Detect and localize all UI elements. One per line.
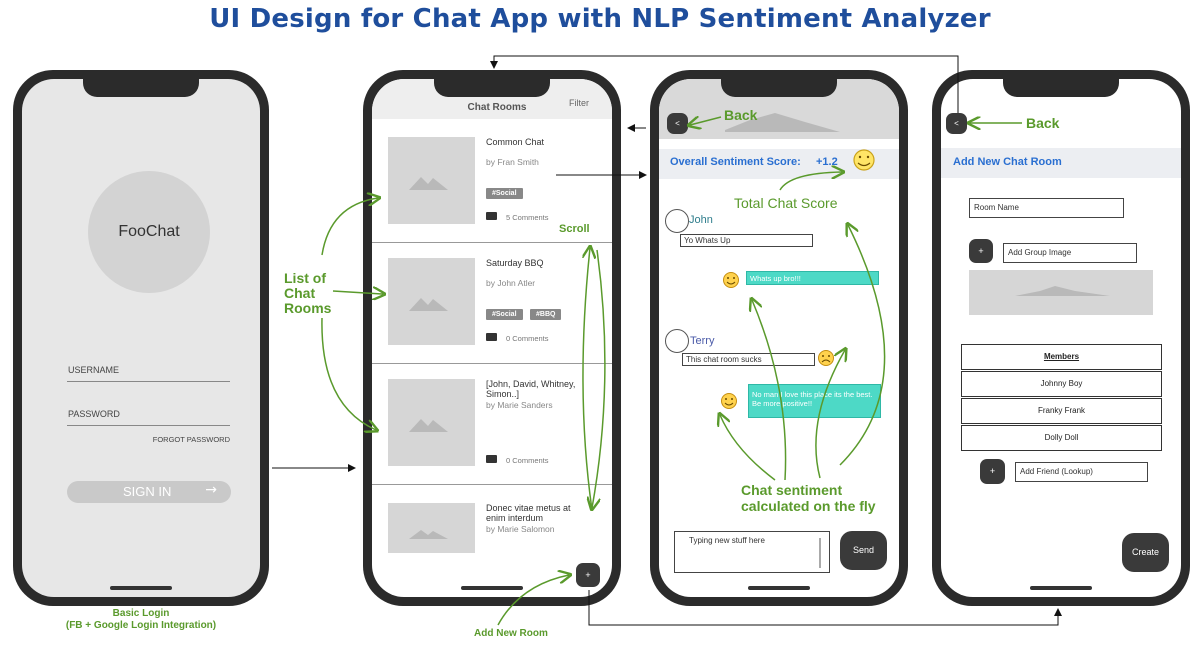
page-title: UI Design for Chat App with NLP Sentimen…	[209, 4, 991, 34]
members-header: Members	[961, 344, 1162, 370]
comment-icon	[486, 455, 497, 463]
annotation-back: Back	[1026, 115, 1060, 131]
annotation-back: Back	[724, 107, 758, 123]
login-screen: FooChat USERNAME PASSWORD FORGOT PASSWOR…	[22, 79, 260, 597]
add-image-button[interactable]: +	[969, 239, 993, 263]
room-author: by Marie Sanders	[486, 400, 553, 410]
add-friend-input[interactable]: Add Friend (Lookup)	[1015, 462, 1148, 482]
room-name-input[interactable]: Room Name	[969, 198, 1124, 218]
chat-screen: < Overall Sentiment Score: +1.2 John Yo …	[659, 79, 899, 597]
comment-icon	[486, 212, 497, 220]
sign-in-label: SIGN IN	[123, 484, 172, 499]
avatar	[665, 209, 689, 233]
tag-badge[interactable]: #Social	[486, 309, 523, 320]
username-field[interactable]: USERNAME	[67, 361, 230, 382]
annotation-total-score: Total Chat Score	[734, 195, 838, 211]
smiley-icon	[721, 393, 737, 409]
annotation-sentiment: Chat sentiment calculated on the fly	[741, 482, 876, 514]
notch	[1003, 79, 1119, 97]
user-name: John	[689, 214, 713, 226]
room-title: Common Chat	[486, 137, 545, 147]
chat-message: Yo Whats Up	[680, 234, 813, 247]
add-friend-button[interactable]: +	[980, 459, 1005, 484]
username-label: USERNAME	[68, 365, 120, 375]
arrow-right-icon: →	[205, 482, 217, 498]
room-item[interactable]: Donec vitae metus at enim interdum by Ma…	[372, 485, 612, 595]
back-button[interactable]: <	[667, 113, 688, 134]
smiley-icon	[723, 272, 739, 288]
comment-count[interactable]: 5 Comments	[506, 213, 549, 222]
score-label: Overall Sentiment Score:	[670, 156, 801, 168]
login-caption-subtitle: (FB + Google Login Integration)	[65, 620, 217, 631]
login-caption-title: Basic Login	[112, 608, 170, 619]
score-value: +1.2	[816, 156, 838, 168]
newroom-header-bar	[941, 148, 1181, 178]
room-title: Saturday BBQ	[486, 258, 544, 268]
login-caption: Basic Login (FB + Google Login Integrati…	[13, 608, 269, 632]
smiley-icon	[853, 149, 875, 171]
avatar	[665, 329, 689, 353]
password-label: PASSWORD	[68, 409, 120, 419]
notch	[434, 79, 550, 97]
notch	[721, 79, 837, 97]
user-name: Terry	[690, 335, 715, 347]
member-row[interactable]: Franky Frank	[961, 398, 1162, 424]
reply-bubble: Whats up bro!!!	[746, 271, 879, 285]
home-indicator	[1030, 586, 1092, 590]
group-image-input[interactable]: Add Group Image	[1003, 243, 1137, 263]
comment-icon	[486, 333, 497, 341]
rooms-title: Chat Rooms	[467, 102, 527, 113]
members-table: Members Johnny Boy Franky Frank Dolly Do…	[961, 344, 1162, 452]
room-author: by Marie Salomon	[486, 524, 555, 534]
password-field[interactable]: PASSWORD	[67, 405, 230, 426]
app-logo	[88, 171, 210, 293]
annotation-add-room: Add New Room	[474, 628, 548, 639]
add-room-button[interactable]: +	[576, 563, 600, 587]
annotation-scroll: Scroll	[559, 223, 590, 235]
newroom-phone: < Add New Chat Room Room Name + Add Grou…	[932, 70, 1190, 606]
sign-in-button[interactable]: SIGN IN →	[67, 481, 231, 503]
message-input[interactable]: Typing new stuff here	[674, 531, 830, 573]
login-phone: FooChat USERNAME PASSWORD FORGOT PASSWOR…	[13, 70, 269, 606]
member-row[interactable]: Dolly Doll	[961, 425, 1162, 451]
rooms-screen: Chat Rooms Filter Common Chat by Fran Sm…	[372, 79, 612, 597]
create-button[interactable]: Create	[1122, 533, 1169, 572]
image-placeholder-icon	[409, 113, 1110, 539]
rooms-phone: Chat Rooms Filter Common Chat by Fran Sm…	[363, 70, 621, 606]
home-indicator	[110, 586, 172, 590]
filter-button[interactable]: Filter	[569, 98, 589, 108]
annotation-list-rooms: List of Chat Rooms	[284, 270, 332, 316]
comment-count[interactable]: 0 Comments	[506, 456, 549, 465]
chat-phone: < Overall Sentiment Score: +1.2 John Yo …	[650, 70, 908, 606]
room-author: by John Atler	[486, 278, 536, 288]
home-indicator	[748, 586, 810, 590]
send-button[interactable]: Send	[840, 531, 887, 570]
tag-badge[interactable]: #Social	[486, 188, 523, 199]
room-title: [John, David, Whitney, Simon..]	[486, 379, 576, 399]
home-indicator	[461, 586, 523, 590]
room-thumbnail	[388, 503, 475, 553]
forgot-password-link[interactable]: FORGOT PASSWORD	[152, 435, 230, 444]
room-title: Donec vitae metus at enim interdum	[486, 503, 571, 523]
back-button[interactable]: <	[946, 113, 967, 134]
room-author: by Fran Smith	[486, 157, 539, 167]
newroom-header: Add New Chat Room	[953, 156, 1062, 168]
notch	[83, 79, 199, 97]
tag-badge[interactable]: #BBQ	[530, 309, 562, 320]
newroom-screen: < Add New Chat Room Room Name + Add Grou…	[941, 79, 1181, 597]
comment-count[interactable]: 0 Comments	[506, 334, 549, 343]
app-logo-text: FooChat	[118, 223, 180, 240]
sad-face-icon	[818, 350, 834, 366]
chat-message: This chat room sucks	[682, 353, 815, 366]
member-row[interactable]: Johnny Boy	[961, 371, 1162, 397]
